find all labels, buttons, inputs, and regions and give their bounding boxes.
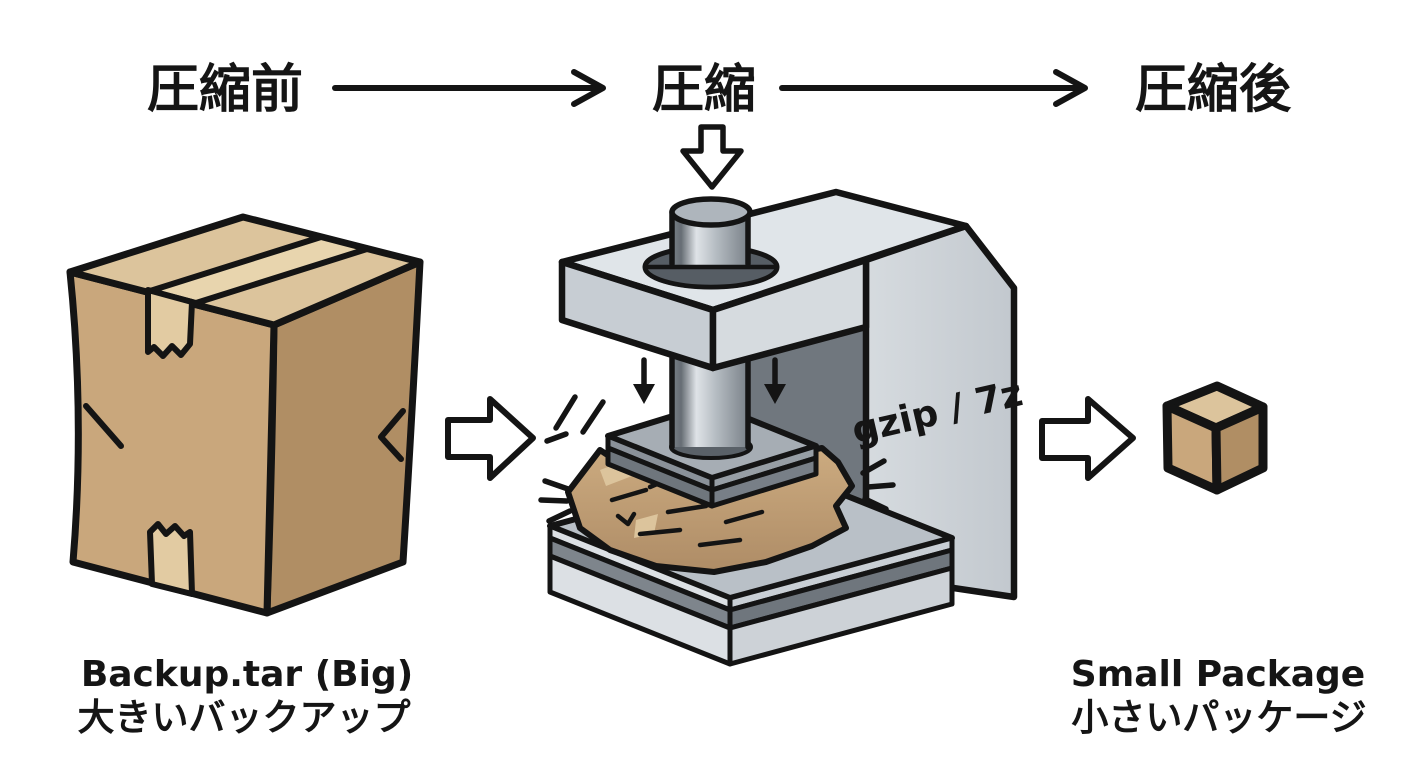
piston-top-cap [669, 196, 753, 228]
press-arrow-right-head [764, 384, 786, 404]
output-caption-secondary: 小さいパッケージ [1071, 696, 1366, 739]
base-right-band-3 [727, 565, 955, 667]
big-box-tape-tab-bottom [147, 521, 195, 597]
big-box-tape-tab-top [145, 287, 195, 359]
press-plate [605, 401, 819, 509]
small-box-illustration [1162, 381, 1268, 495]
big-box-illustration [66, 213, 424, 617]
big-box-crease-right [378, 408, 406, 462]
press-plate-right-body [709, 455, 819, 509]
press-arrow-left-head [633, 384, 655, 404]
small-box-side-face [1211, 402, 1268, 495]
stage-process-label: 圧縮 [652, 60, 756, 120]
top-plate-right-face [709, 256, 870, 372]
press-machine-illustration: gzip / 7z [538, 188, 1027, 667]
press-direction-arrows [633, 357, 786, 404]
flow-arrow-1-icon [332, 69, 606, 107]
big-box-front-face [66, 268, 278, 617]
piston-lower [669, 353, 751, 450]
stage-after-label: 圧縮後 [1135, 60, 1292, 120]
flow-arrow-2-head [1053, 69, 1088, 107]
output-caption-primary: Small Package [1071, 654, 1365, 695]
header-row: 圧縮前 圧縮 圧縮後 [147, 60, 1292, 190]
piston-upper [642, 196, 780, 290]
block-arrow-right-1-icon [445, 396, 536, 481]
captions: Backup.tar (Big) 大きいバックアップ Small Package… [78, 654, 1367, 739]
block-arrow-right-2-icon [1039, 396, 1136, 481]
piston-lower-shaft [672, 356, 748, 447]
stage-before-label: 圧縮前 [147, 60, 303, 120]
flow-arrow-2-icon [779, 69, 1088, 107]
input-caption-secondary: 大きいバックアップ [78, 696, 411, 739]
input-caption-primary: Backup.tar (Big) [81, 654, 413, 695]
impact-lines [538, 394, 896, 524]
big-box-crease-left [83, 403, 124, 449]
flow-arrow-1-head [571, 69, 606, 107]
top-plate-hole-front-rim [642, 264, 780, 290]
block-arrow-down-icon [680, 124, 744, 190]
